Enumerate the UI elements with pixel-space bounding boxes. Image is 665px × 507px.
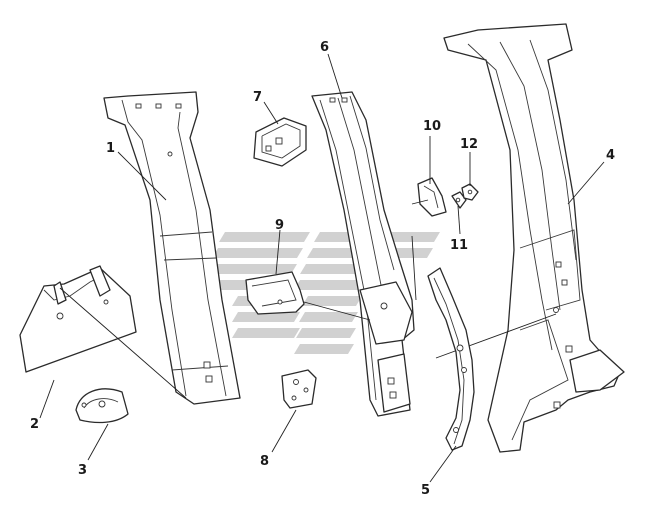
callout-9: 9 <box>275 218 284 233</box>
callout-10: 10 <box>423 119 441 134</box>
callout-11: 11 <box>450 238 468 253</box>
leader-8 <box>271 409 297 453</box>
part-2-panel <box>19 265 187 399</box>
callout-2: 2 <box>30 417 39 432</box>
part-7-small-bracket <box>253 117 307 167</box>
leader-4 <box>567 161 605 205</box>
part-12-clip <box>461 183 479 201</box>
leader-7 <box>263 101 279 125</box>
leader-6 <box>327 53 343 99</box>
part-5-reinforcement <box>427 267 475 451</box>
callout-12: 12 <box>460 137 478 152</box>
part-8-plate <box>281 369 317 409</box>
callout-5: 5 <box>421 483 430 498</box>
leader-11 <box>457 205 461 235</box>
callout-1: 1 <box>106 141 115 156</box>
part-6-pillar-assembly <box>311 91 417 417</box>
part-1-pillar <box>103 91 241 405</box>
leader-2 <box>39 379 55 419</box>
callout-4: 4 <box>606 148 615 163</box>
leader-1 <box>117 151 167 201</box>
callout-labels: 1 2 3 4 5 6 7 8 9 10 11 12 <box>30 40 615 498</box>
part-11-clip <box>451 191 467 209</box>
part-3-bracket <box>75 388 129 424</box>
callout-8: 8 <box>260 454 269 469</box>
callout-7: 7 <box>253 90 262 105</box>
part-9-mounting-bracket <box>245 271 371 321</box>
callout-6: 6 <box>320 40 329 55</box>
leader-lines <box>39 53 605 483</box>
leader-3 <box>87 423 109 461</box>
callout-3: 3 <box>78 463 87 478</box>
leader-5 <box>429 445 457 483</box>
part-10-bracket <box>411 177 447 217</box>
leader-9 <box>275 229 281 275</box>
